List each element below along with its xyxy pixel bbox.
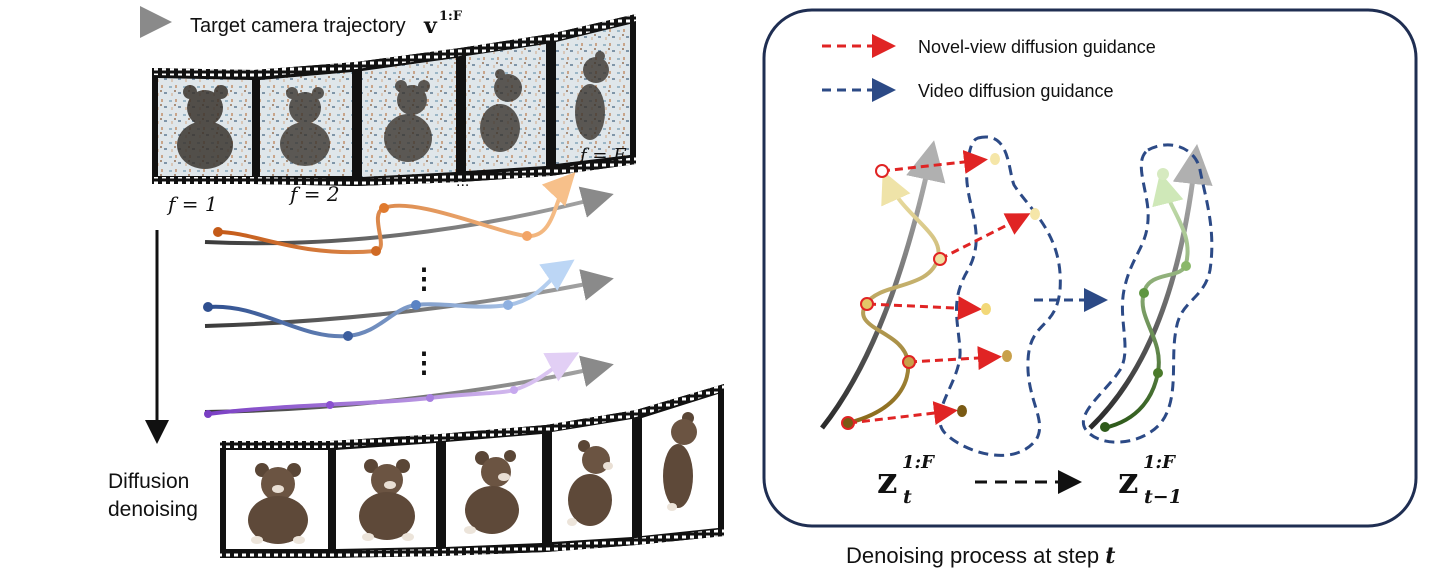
novel-view-arrow xyxy=(867,296,982,321)
orange-node xyxy=(522,231,532,241)
trajectory-symbol: v xyxy=(423,13,438,39)
rows-ellipsis-2: ⋮ xyxy=(410,347,438,378)
zt-1-node xyxy=(1181,261,1191,271)
clean-bear-5 xyxy=(663,412,697,511)
blue-node xyxy=(203,302,213,312)
panel-caption-variable: t xyxy=(1105,543,1115,569)
z-to-subscript: t−1 xyxy=(1144,486,1182,508)
trajectory-row-purple xyxy=(204,352,614,418)
trajectory-superscript: 1:F xyxy=(439,9,463,24)
clean-bear-1 xyxy=(248,463,308,544)
panel-caption: Denoising process at step t xyxy=(846,543,1115,569)
panel-caption-text: Denoising process at step xyxy=(846,543,1105,568)
zt-1-node xyxy=(1139,288,1149,298)
frame-label-dots: ... xyxy=(456,173,469,190)
denoise-label-line2: denoising xyxy=(108,498,198,521)
guided-target-node xyxy=(957,405,967,417)
z-from-subscript: t xyxy=(903,486,912,508)
zt-video-guidance-region xyxy=(938,135,1062,457)
z-from-superscript: 1:F xyxy=(902,452,935,473)
noisy-bear-3 xyxy=(384,80,432,162)
novel-view-arrow xyxy=(908,346,1002,371)
noisy-bear-5 xyxy=(575,51,609,140)
frame-label-fF: f = F xyxy=(578,145,627,166)
novel-view-arrow xyxy=(939,213,1031,261)
clean-bear-4 xyxy=(567,440,613,526)
novel-view-arrow xyxy=(881,150,988,174)
clean-film-strip xyxy=(220,384,724,558)
trajectory-label: Target camera trajectory xyxy=(190,15,406,37)
zt-1-cluster xyxy=(1082,143,1214,444)
legend-label-novel-view: Novel-view diffusion guidance xyxy=(918,37,1156,57)
trajectory-header: Target camera trajectory v 1:F xyxy=(112,6,463,39)
z-from-symbol: z xyxy=(877,460,897,502)
purple-sample-path xyxy=(207,352,580,416)
zt-node xyxy=(860,297,874,311)
purple-node xyxy=(204,410,212,418)
guidance-panel xyxy=(762,8,1418,528)
blue-node xyxy=(411,300,421,310)
rows-ellipsis-1: ⋮ xyxy=(410,263,438,294)
trajectory-row-orange xyxy=(204,172,614,256)
camera-trajectory-line-1 xyxy=(204,186,614,246)
zt-1-node xyxy=(1157,168,1169,180)
zt-node xyxy=(841,416,855,430)
purple-node xyxy=(326,401,334,409)
zt-1-camera-trajectory xyxy=(1088,144,1213,430)
trajectory-row-blue xyxy=(203,259,614,341)
purple-node xyxy=(426,394,434,402)
zt-node xyxy=(875,164,889,178)
guided-target-node xyxy=(990,153,1000,165)
blue-sample-path xyxy=(207,259,575,339)
novel-view-arrow xyxy=(848,401,958,426)
zt-node xyxy=(902,355,916,369)
zt-1-node xyxy=(1153,368,1163,378)
noisy-bear-1 xyxy=(177,85,233,169)
noisy-bear-4 xyxy=(480,69,522,152)
clean-bear-2 xyxy=(359,459,415,541)
zt-camera-trajectory xyxy=(820,140,946,430)
clean-bear-3 xyxy=(464,450,519,534)
guided-target-node xyxy=(1002,350,1012,362)
blue-node xyxy=(503,300,513,310)
orange-node xyxy=(371,246,381,256)
zt-1-node xyxy=(1100,422,1110,432)
zt-node xyxy=(933,252,947,266)
frame-label-f1: f = 1 xyxy=(166,192,218,216)
orange-node xyxy=(213,227,223,237)
blue-node xyxy=(343,331,353,341)
legend-label-video: Video diffusion guidance xyxy=(918,81,1114,101)
orange-node xyxy=(379,203,389,213)
z-to-label: z 1:F t−1 xyxy=(1118,452,1182,508)
zt-cluster xyxy=(820,135,1062,457)
frame-label-f2: f = 2 xyxy=(288,182,340,206)
guided-target-node xyxy=(1030,208,1040,220)
z-to-symbol: z xyxy=(1118,460,1138,502)
noisy-film-strip xyxy=(152,14,636,186)
zt-1-video-guidance-region xyxy=(1082,143,1214,444)
denoise-label-line1: Diffusion xyxy=(108,470,189,493)
purple-node xyxy=(510,386,518,394)
z-to-superscript: 1:F xyxy=(1143,452,1176,473)
noisy-bear-2 xyxy=(280,87,330,166)
guided-target-node xyxy=(981,303,991,315)
z-from-label: z 1:F t xyxy=(877,452,935,508)
